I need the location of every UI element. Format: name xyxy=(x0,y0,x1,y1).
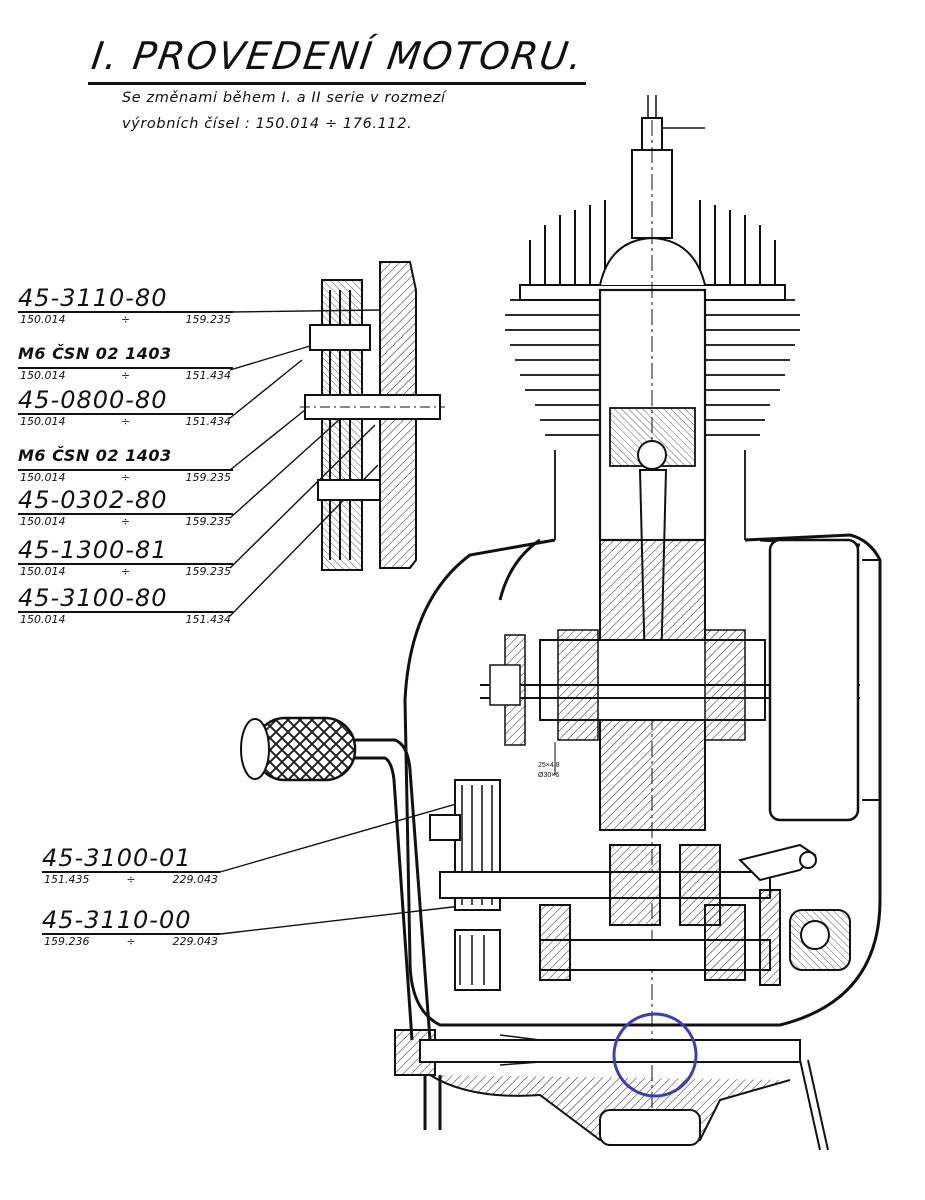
clutch-detail-drawing xyxy=(300,261,445,571)
serial-range: 150.014÷159.235 xyxy=(20,515,231,528)
part-label-clutch-cover: 45-3110-80 150.014÷159.235 xyxy=(18,284,233,326)
kickstarter-drawing xyxy=(240,716,432,1041)
serial-range: 151.435÷229.043 xyxy=(44,873,218,886)
serial-range: 150.014÷159.235 xyxy=(20,471,231,484)
crankcase-drawing xyxy=(403,533,882,1027)
serial-range: 150.014÷151.434 xyxy=(20,369,231,382)
serial-range: 150.014÷151.434 xyxy=(20,415,231,428)
gearbox-drawing xyxy=(429,779,851,991)
title-underline xyxy=(88,82,586,85)
bottom-shaft-drawing xyxy=(394,1029,829,1151)
dimension-label-1: 25×4,8 xyxy=(538,762,560,769)
highlight-circle xyxy=(612,1012,698,1098)
part-label-clutch-plate: 45-0302-80 150.014÷159.235 xyxy=(18,486,233,528)
subtitle-line-1: Se změnami během I. a II serie v rozmezí xyxy=(122,90,446,106)
part-label-screw-m6-a: M6 ČSN 02 1403 150.014÷151.434 xyxy=(18,340,233,382)
part-label-clutch-cover-2: 45-3110-00 159.236÷229.043 xyxy=(42,906,220,948)
serial-range: 150.014÷159.235 xyxy=(20,313,231,326)
part-number: 45-3100-80 xyxy=(18,584,168,612)
part-label-clutch-hub: 45-1300-81 150.014÷159.235 xyxy=(18,536,233,578)
serial-range: 150.014÷159.235 xyxy=(20,565,231,578)
leader-lines xyxy=(219,309,471,935)
part-label-clutch-assembly: 45-3100-01 151.435÷229.043 xyxy=(42,844,220,886)
part-number: M6 ČSN 02 1403 xyxy=(18,344,172,363)
serial-range: 159.236÷229.043 xyxy=(44,935,218,948)
part-number: 45-3110-80 xyxy=(18,284,168,312)
part-number: 45-3110-00 xyxy=(42,906,192,934)
part-number: M6 ČSN 02 1403 xyxy=(18,446,172,465)
part-number: 45-0800-80 xyxy=(18,386,168,414)
part-number: 45-0302-80 xyxy=(18,486,168,514)
part-label-screw-m6-b: M6 ČSN 02 1403 150.014÷159.235 xyxy=(18,442,233,484)
dimension-label-2: Ø30×6 xyxy=(538,772,559,779)
part-number: 45-3100-01 xyxy=(42,844,192,872)
subtitle-line-2: výrobních čísel : 150.014 ÷ 176.112. xyxy=(122,116,413,132)
part-number: 45-1300-81 xyxy=(18,536,168,564)
part-label-clutch-spring: 45-0800-80 150.014÷151.434 xyxy=(18,386,233,428)
